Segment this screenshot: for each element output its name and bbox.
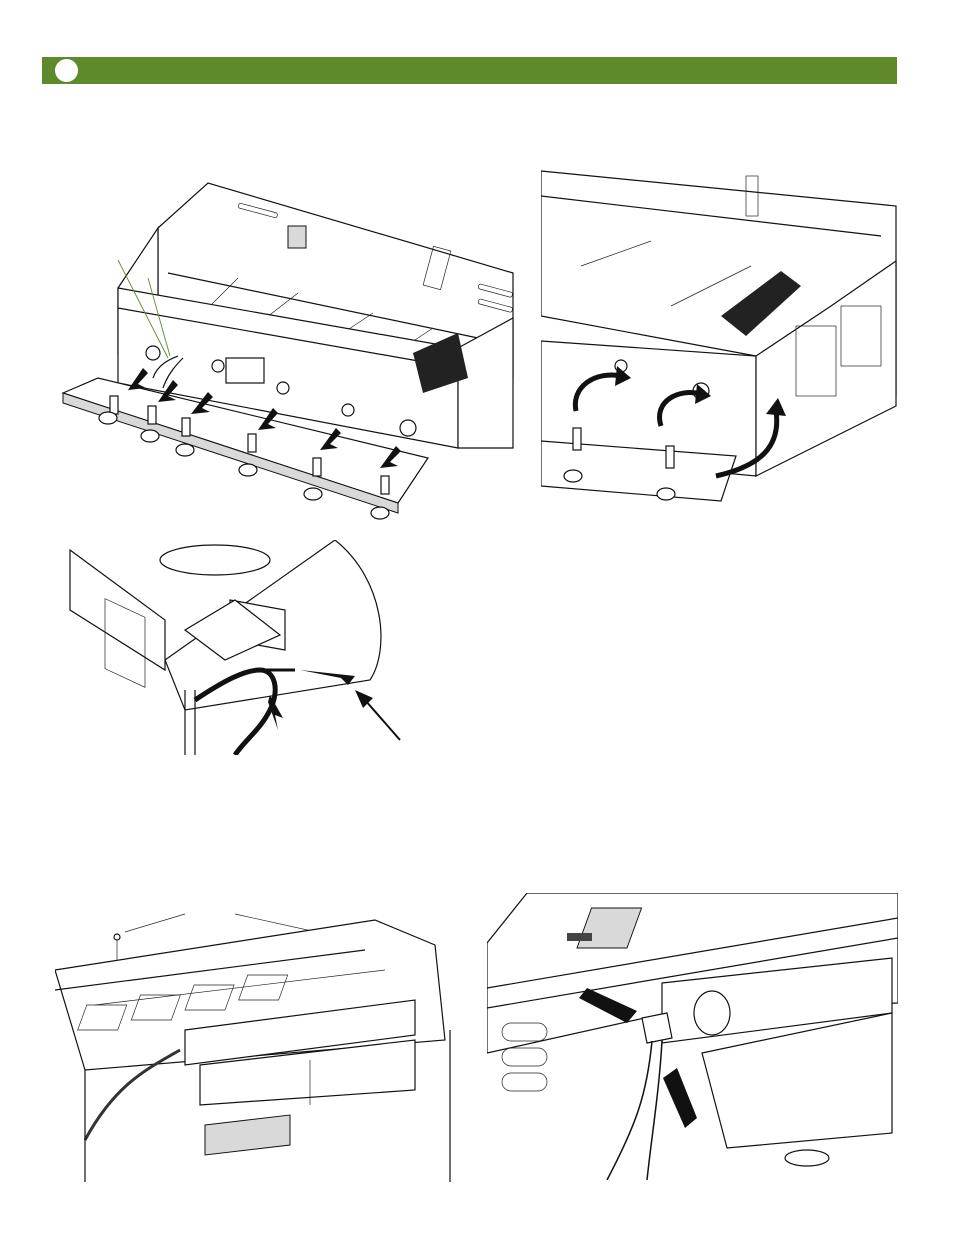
figure-elbow-connection [487,893,898,1180]
step-number-badge [55,59,78,82]
figure-control-panel-attach [541,166,900,511]
figure-hose-routing [65,540,401,755]
figure-burner-valve-assembly [58,178,516,524]
step-header-bar [42,57,897,84]
figure-cabinet-top-screws [55,900,465,1182]
